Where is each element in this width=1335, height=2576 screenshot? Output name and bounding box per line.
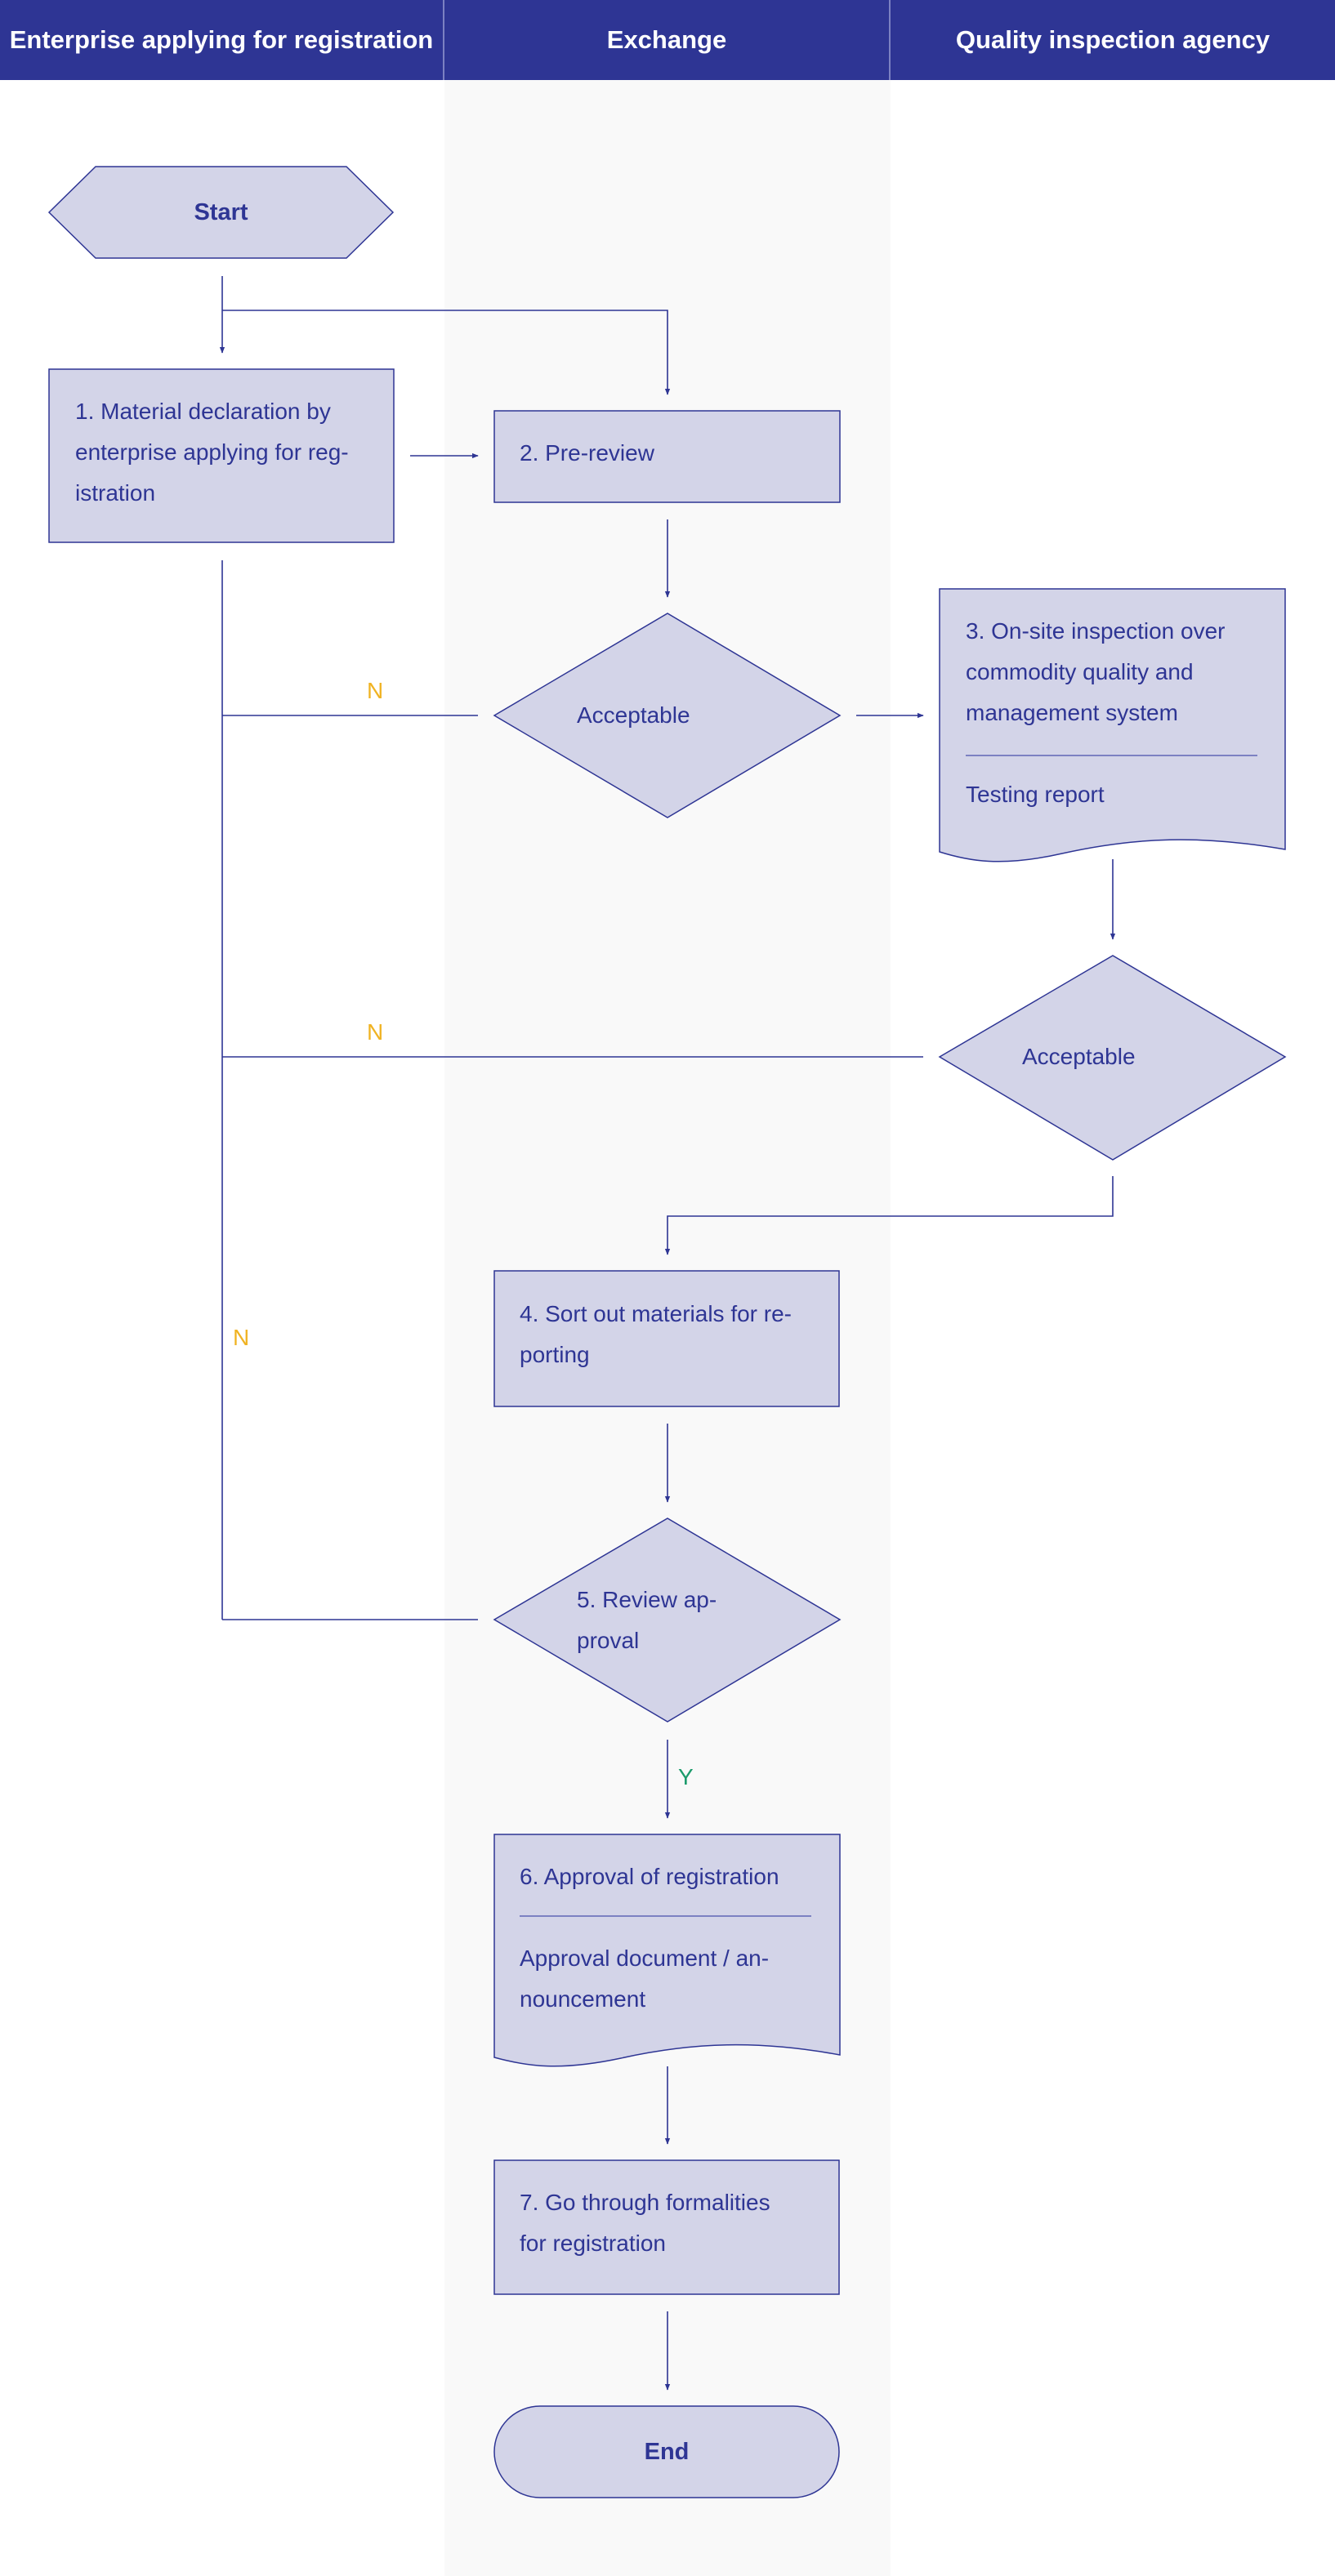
decision1-node xyxy=(493,613,842,818)
lane-divider xyxy=(443,0,444,80)
step2-node xyxy=(493,410,841,503)
step3-label-line-2: commodity quality and xyxy=(966,659,1194,684)
step3-separator xyxy=(966,755,1257,756)
edge-label-no-decision2: N xyxy=(367,1019,384,1045)
edge-label-no-decision1: N xyxy=(367,678,384,703)
lane-divider xyxy=(889,0,891,80)
step7-node xyxy=(493,2159,840,2295)
step3-label-line-1: 3. On-site inspection over xyxy=(966,618,1226,644)
step7-label-line-2: for registration xyxy=(520,2231,666,2256)
step6-document-line-2: nouncement xyxy=(520,1986,646,2012)
step6-separator xyxy=(520,1915,811,1917)
step4-node xyxy=(493,1270,840,1407)
edge-start-to-step2 xyxy=(222,310,671,395)
start-label: Start xyxy=(194,199,248,225)
decision2-node xyxy=(938,955,1287,1161)
step5-label-line-1: 5. Review ap- xyxy=(577,1587,717,1612)
end-label: End xyxy=(644,2439,690,2465)
step6-label: 6. Approval of registration xyxy=(520,1864,779,1889)
lane-header-exchange: Exchange xyxy=(444,0,889,80)
step2-label: 2. Pre-review xyxy=(520,440,654,466)
step3-node xyxy=(939,588,1286,862)
edge-label-no-trunk: N xyxy=(233,1325,250,1350)
step1-label-line-3: istration xyxy=(75,480,156,506)
end-node xyxy=(493,2405,840,2498)
step1-node xyxy=(48,368,395,543)
step5-label-line-2: proval xyxy=(577,1628,640,1653)
step7-label-line-1: 7. Go through formalities xyxy=(520,2190,770,2215)
step3-document-label: Testing report xyxy=(966,782,1105,807)
decision1-label: Acceptable xyxy=(577,702,690,728)
lane-agency-background xyxy=(891,0,1335,2576)
step1-label-line-1: 1. Material declaration by xyxy=(75,399,331,424)
step4-label-line-2: porting xyxy=(520,1342,590,1367)
step6-node xyxy=(493,1834,841,2067)
edge-label-yes: Y xyxy=(678,1764,694,1789)
step1-label-line-2: enterprise applying for reg- xyxy=(75,439,349,465)
lane-header-quality-agency: Quality inspection agency xyxy=(891,0,1335,80)
lane-header-enterprise: Enterprise applying for registration xyxy=(0,0,443,80)
decision2-label: Acceptable xyxy=(1022,1044,1136,1069)
step6-document-line-1: Approval document / an- xyxy=(520,1945,770,1971)
step4-label-line-1: 4. Sort out materials for re- xyxy=(520,1301,793,1326)
step5-node xyxy=(493,1518,842,1723)
edge-decision2-to-step4 xyxy=(664,1176,1114,1255)
start-node xyxy=(47,166,395,259)
step3-label-line-3: management system xyxy=(966,700,1178,725)
